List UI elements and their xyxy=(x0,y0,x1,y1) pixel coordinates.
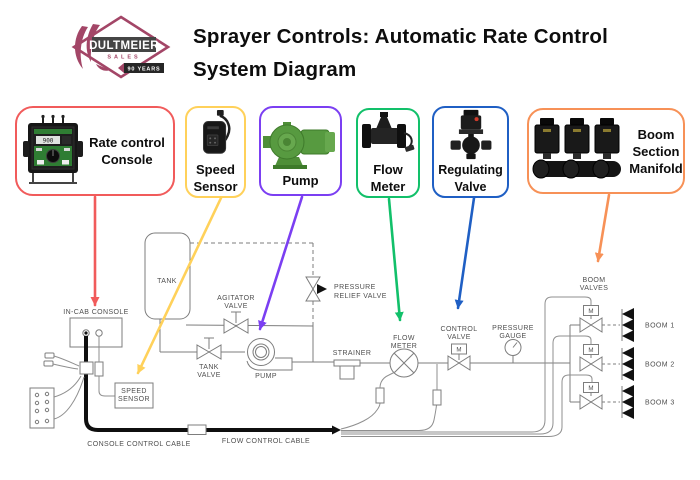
arrow-speed-sensor xyxy=(136,196,223,375)
arrow-regulating-valve xyxy=(454,196,476,310)
console-cable-label: CONSOLE CONTROL CABLE xyxy=(87,441,190,448)
strainer-symbol: STRAINER xyxy=(333,350,390,380)
legend-box-rate-control-console: 900 Rate control Console xyxy=(15,106,175,196)
legend-box-flow-meter: Flow Meter xyxy=(356,108,420,198)
svg-text:AGITATOR: AGITATOR xyxy=(217,295,255,302)
logo-brand: DULTMEIER xyxy=(89,40,159,52)
boom-valve-2: M BOOM 2 xyxy=(579,344,675,381)
logo-splash xyxy=(75,24,110,71)
dultmeier-logo: DULTMEIER SALES 90 YEARS xyxy=(71,15,171,79)
in-cab-console-symbol: IN-CAB CONSOLE xyxy=(63,309,129,348)
legend-box-regulating-valve: Regulating Valve xyxy=(432,106,509,198)
svg-text:VALVES: VALVES xyxy=(580,285,609,292)
legend-label-regulating-valve: Regulating Valve xyxy=(438,163,503,194)
arrow-flow-meter xyxy=(387,197,404,322)
pump-image xyxy=(262,121,335,169)
arrow-boom-manifold xyxy=(594,193,611,263)
flow-control-wires xyxy=(340,296,593,437)
svg-text:STRAINER: STRAINER xyxy=(333,350,372,357)
console-control-cable: CONSOLE CONTROL CABLE FLOW CONTROL CABLE xyxy=(84,336,341,448)
svg-text:CONTROL: CONTROL xyxy=(440,326,477,333)
svg-text:M: M xyxy=(588,308,593,315)
flow-cable-label: FLOW CONTROL CABLE xyxy=(222,438,310,445)
rate-control-console-image: 900 xyxy=(23,114,83,184)
svg-text:METER: METER xyxy=(391,343,418,350)
legend-box-boom-section-manifold: Boom Section Manifold xyxy=(527,108,685,194)
svg-text:VALVE: VALVE xyxy=(197,372,221,379)
pump-symbol: PUMP xyxy=(246,338,334,380)
motor-label: M xyxy=(456,347,461,354)
boom-valve-1: M BOOM 1 xyxy=(579,305,675,342)
svg-text:GAUGE: GAUGE xyxy=(499,333,526,340)
pressure-gauge-symbol: PRESSURE GAUGE xyxy=(492,325,534,363)
regulating-valve-image xyxy=(450,109,491,160)
console-display-value: 900 xyxy=(43,138,54,145)
legend-label-pump: Pump xyxy=(282,172,319,188)
legend-label-flow-meter: Flow Meter xyxy=(370,162,406,194)
speed-sensor-image xyxy=(202,109,230,154)
svg-text:M: M xyxy=(588,385,593,392)
legend-box-pump: Pump xyxy=(259,106,342,196)
svg-text:PUMP: PUMP xyxy=(255,373,277,380)
boom-section-manifold-image xyxy=(532,118,622,179)
svg-text:SENSOR: SENSOR xyxy=(118,396,150,403)
tank-label: TANK xyxy=(157,278,177,285)
flow-meter-symbol: FLOW METER xyxy=(389,335,448,378)
svg-text:M: M xyxy=(588,347,593,354)
svg-text:SPEED: SPEED xyxy=(121,388,147,395)
boom-2-label: BOOM 2 xyxy=(645,362,675,369)
svg-text:FLOW: FLOW xyxy=(393,335,415,342)
agitator-valve-symbol: AGITATOR VALVE xyxy=(217,295,255,334)
svg-text:PRESSURE: PRESSURE xyxy=(334,284,376,291)
boom-1-label: BOOM 1 xyxy=(645,323,675,330)
legend-label-boom-section-manifold: Boom Section Manifold xyxy=(629,126,683,176)
svg-text:TANK: TANK xyxy=(199,364,219,371)
svg-text:VALVE: VALVE xyxy=(224,303,248,310)
svg-text:PRESSURE: PRESSURE xyxy=(492,325,534,332)
legend-label-rate-control-console: Rate control Console xyxy=(89,135,165,167)
arrow-pump xyxy=(258,195,304,331)
boom-3-label: BOOM 3 xyxy=(645,400,675,407)
logo-badge: 90 YEARS xyxy=(128,67,161,73)
pressure-relief-valve-symbol: PRESSURE RELIEF VALVE xyxy=(190,242,387,362)
logo-brand-sub: SALES xyxy=(107,55,140,61)
svg-text:RELIEF VALVE: RELIEF VALVE xyxy=(334,293,387,300)
boom-valves-symbol: BOOM VALVES M BOOM 1 xyxy=(569,277,675,419)
svg-text:VALVE: VALVE xyxy=(447,334,471,341)
svg-text:BOOM: BOOM xyxy=(583,277,606,284)
callout-arrows xyxy=(90,193,611,375)
speed-sensor-symbol: SPEED SENSOR xyxy=(114,382,154,409)
power-terminal-block xyxy=(29,336,115,429)
legend-box-speed-sensor: Speed Sensor xyxy=(185,106,246,198)
flow-meter-image xyxy=(362,112,415,152)
boom-valve-3: M BOOM 3 xyxy=(579,382,675,419)
legend-label-speed-sensor: Speed Sensor xyxy=(193,162,238,194)
tank-symbol: TANK xyxy=(144,232,314,352)
page-title: Sprayer Controls: Automatic Rate Control… xyxy=(193,25,609,81)
tank-valve-symbol: TANK VALVE xyxy=(160,337,245,379)
svg-text:IN-CAB CONSOLE: IN-CAB CONSOLE xyxy=(63,309,129,316)
